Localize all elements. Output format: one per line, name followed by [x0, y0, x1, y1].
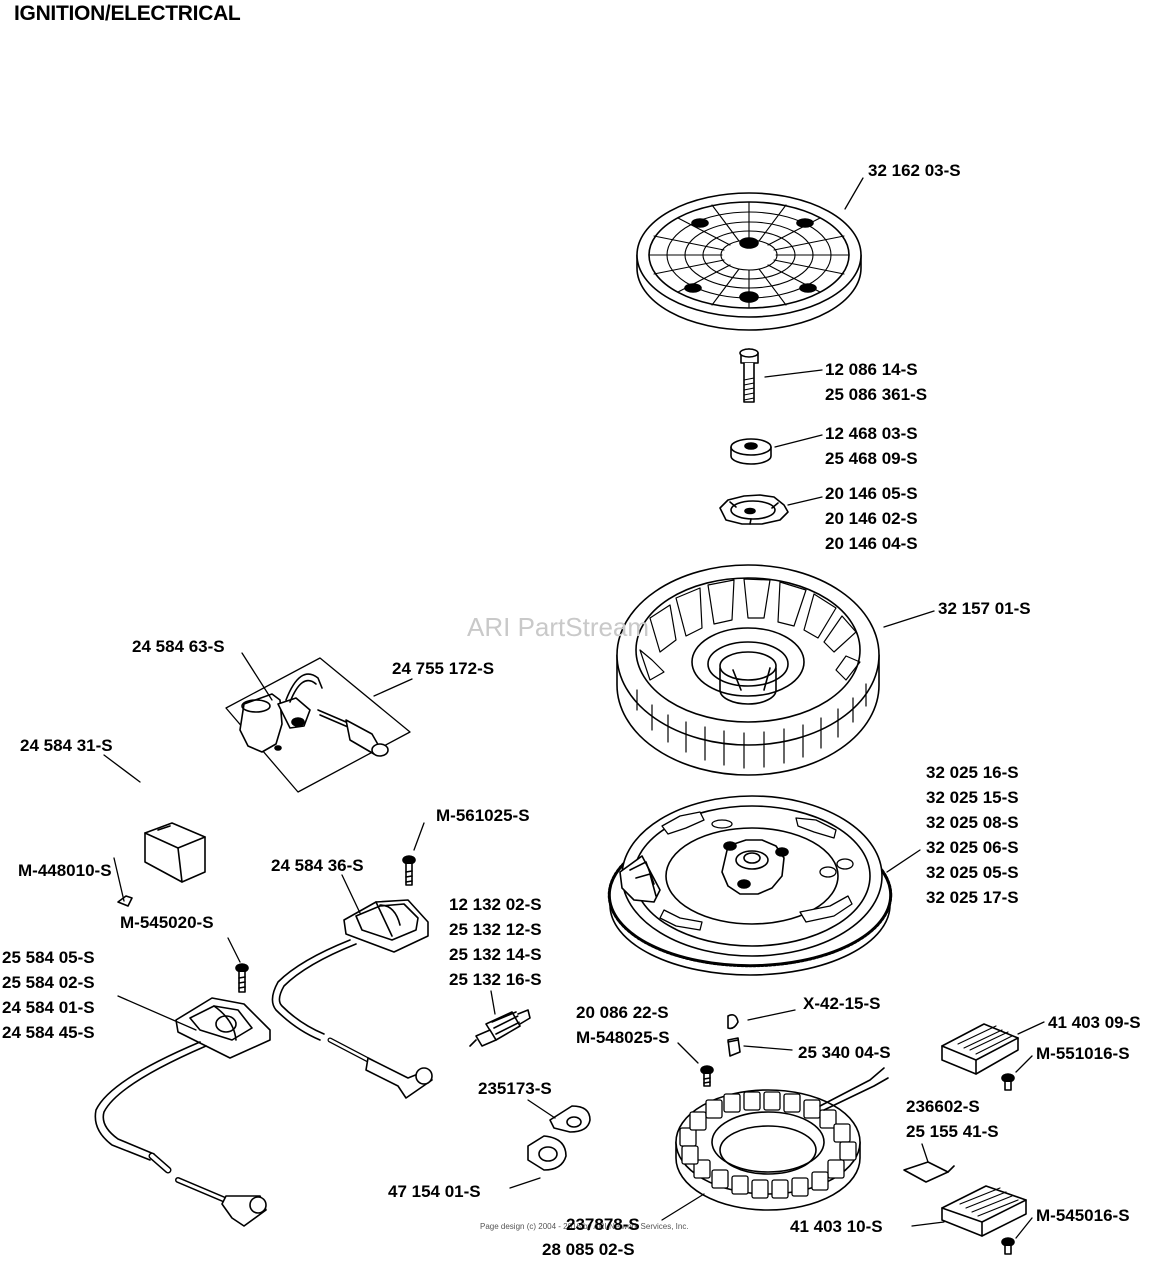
- part-number: 32 025 05-S: [926, 863, 1019, 882]
- part-number: 25 086 361-S: [825, 385, 928, 404]
- part-number: 237878-S: [566, 1215, 640, 1234]
- part-number: 32 162 03-S: [868, 161, 961, 180]
- label-rectifier[interactable]: 24 584 31-S: [20, 733, 113, 758]
- clip-part: [550, 1106, 590, 1132]
- label-screw-545020[interactable]: M-545020-S: [120, 910, 214, 935]
- part-number: 24 584 31-S: [20, 736, 113, 755]
- part-number: 24 755 172-S: [392, 659, 495, 678]
- clamp-kit-part: [904, 1162, 954, 1182]
- stator-screw-part: [701, 1066, 713, 1086]
- spark-plug-part: [470, 1010, 530, 1046]
- label-screw-448010[interactable]: M-448010-S: [18, 858, 112, 883]
- ignition-module-upper-part: [272, 900, 432, 1098]
- part-number: 20 146 02-S: [825, 509, 918, 528]
- label-ignition-kit-coil[interactable]: 24 584 63-S: [132, 634, 225, 659]
- stator-part: [676, 1068, 888, 1210]
- part-number: M-545020-S: [120, 913, 214, 932]
- part-number: 12 086 14-S: [825, 360, 918, 379]
- part-number: 235173-S: [478, 1079, 552, 1098]
- part-number: 25 584 02-S: [2, 973, 95, 992]
- part-number: 24 584 01-S: [2, 998, 95, 1017]
- label-ignition-kit[interactable]: 24 755 172-S: [392, 656, 494, 681]
- diagram-title: IGNITION/ELECTRICAL: [14, 2, 241, 25]
- screw-551016-part: [1002, 1074, 1014, 1090]
- part-number: 25 132 14-S: [449, 945, 542, 964]
- part-number: 20 086 22-S: [576, 1003, 669, 1022]
- part-number: 32 157 01-S: [938, 599, 1031, 618]
- part-number: 20 146 04-S: [825, 534, 918, 553]
- rectifier-part: [118, 823, 205, 906]
- label-screw-551016[interactable]: M-551016-S: [1036, 1041, 1130, 1066]
- label-ignition-module-upper[interactable]: 24 584 36-S: [271, 853, 364, 878]
- retainer-part: [720, 495, 788, 524]
- label-clip[interactable]: 235173-S: [478, 1076, 552, 1101]
- part-number: X-42-15-S: [803, 994, 881, 1013]
- label-ignition-module-lower[interactable]: 25 584 05-S 25 584 02-S 24 584 01-S 24 5…: [2, 945, 95, 1045]
- leader-lines: [104, 178, 1044, 1238]
- label-retainer[interactable]: 20 146 05-S 20 146 02-S 20 146 04-S: [825, 481, 918, 556]
- part-number: 47 154 01-S: [388, 1182, 481, 1201]
- regulator-lower-part: [942, 1186, 1026, 1236]
- label-key[interactable]: X-42-15-S: [803, 991, 880, 1016]
- part-number: 28 085 02-S: [542, 1240, 635, 1259]
- part-number: 32 025 08-S: [926, 813, 1019, 832]
- label-clamp-kit[interactable]: 236602-S 25 155 41-S: [906, 1094, 999, 1144]
- footer-copyright: Page design (c) 2004 - 2016 by ARI Netwo…: [480, 1222, 689, 1231]
- label-screw-545016[interactable]: M-545016-S: [1036, 1203, 1130, 1228]
- flywheel-screw-part: [740, 349, 758, 402]
- label-washer[interactable]: 12 468 03-S 25 468 09-S: [825, 421, 918, 471]
- regulator-upper-part: [942, 1024, 1018, 1074]
- part-number: M-551016-S: [1036, 1044, 1130, 1063]
- label-flywheel-screw[interactable]: 12 086 14-S 25 086 361-S: [825, 357, 927, 407]
- part-number: 41 403 09-S: [1048, 1013, 1141, 1032]
- screw-561025-part: [403, 856, 415, 885]
- label-spark-plug[interactable]: 12 132 02-S 25 132 12-S 25 132 14-S 25 1…: [449, 892, 542, 992]
- ignition-module-lower-part: [95, 998, 270, 1226]
- label-regulator-lower[interactable]: 41 403 10-S: [790, 1214, 883, 1239]
- clamp-part: [528, 1136, 566, 1170]
- part-number: M-561025-S: [436, 806, 530, 825]
- part-number: 32 025 15-S: [926, 788, 1019, 807]
- label-key-block[interactable]: 25 340 04-S: [798, 1040, 891, 1065]
- screw-545016-part: [1002, 1238, 1014, 1254]
- label-stator[interactable]: 237878-S 28 085 02-S: [542, 1212, 640, 1262]
- part-number: 25 132 12-S: [449, 920, 542, 939]
- label-flywheel[interactable]: 32 025 16-S 32 025 15-S 32 025 08-S 32 0…: [926, 760, 1019, 910]
- screw-545020-part: [236, 964, 248, 992]
- part-number: 32 025 06-S: [926, 838, 1019, 857]
- cooling-fan-part: [617, 565, 879, 775]
- part-number: 12 468 03-S: [825, 424, 918, 443]
- part-number: 236602-S: [906, 1097, 980, 1116]
- label-fan-screen[interactable]: 32 162 03-S: [868, 158, 961, 183]
- part-number: 24 584 36-S: [271, 856, 364, 875]
- watermark: ARI PartStream: [467, 612, 650, 642]
- part-number: 41 403 10-S: [790, 1217, 883, 1236]
- label-regulator-upper[interactable]: 41 403 09-S: [1048, 1010, 1141, 1035]
- part-number: 25 340 04-S: [798, 1043, 891, 1062]
- flywheel-part: [610, 796, 890, 975]
- part-number: 24 584 63-S: [132, 637, 225, 656]
- ignition-module-kit-part: [226, 658, 410, 792]
- label-screw-561025[interactable]: M-561025-S: [436, 803, 530, 828]
- part-number: 24 584 45-S: [2, 1023, 95, 1042]
- part-number: 20 146 05-S: [825, 484, 918, 503]
- part-number: 32 025 17-S: [926, 888, 1019, 907]
- label-fan[interactable]: 32 157 01-S: [938, 596, 1031, 621]
- label-clamp[interactable]: 47 154 01-S: [388, 1179, 481, 1204]
- part-number: M-545016-S: [1036, 1206, 1130, 1225]
- part-number: 32 025 16-S: [926, 763, 1019, 782]
- key-block-part: [728, 1038, 740, 1056]
- part-number: M-548025-S: [576, 1028, 670, 1047]
- part-number: 25 584 05-S: [2, 948, 95, 967]
- part-number: 25 155 41-S: [906, 1122, 999, 1141]
- key-part: [728, 1015, 738, 1029]
- part-number: M-448010-S: [18, 861, 112, 880]
- part-number: 25 468 09-S: [825, 449, 918, 468]
- washer-part: [731, 439, 771, 464]
- label-stator-screw[interactable]: 20 086 22-S M-548025-S: [576, 1000, 670, 1050]
- part-number: 25 132 16-S: [449, 970, 542, 989]
- part-number: 12 132 02-S: [449, 895, 542, 914]
- grille-screen-part: [637, 193, 861, 330]
